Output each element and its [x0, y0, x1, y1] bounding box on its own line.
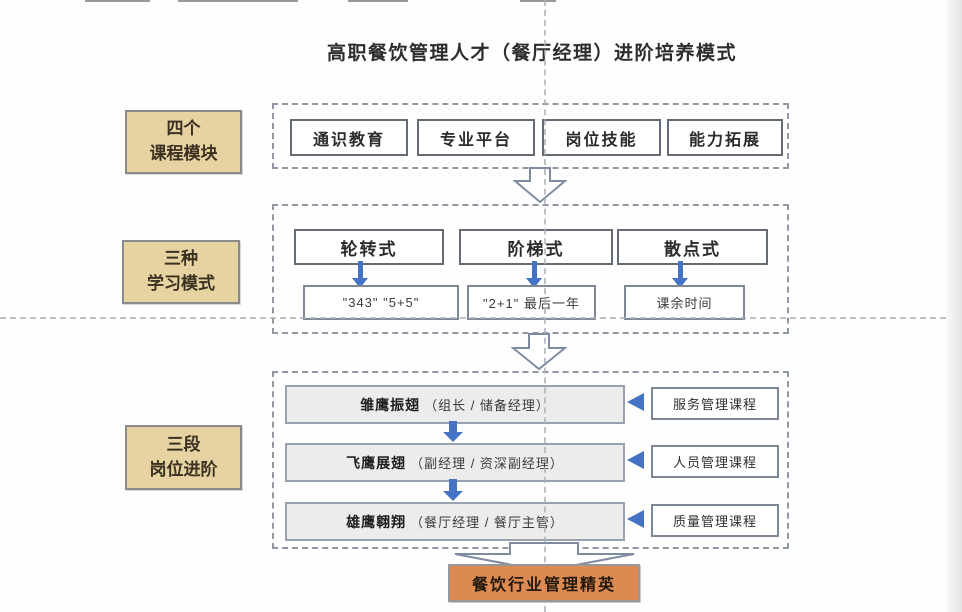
module-box: 通识教育: [290, 119, 408, 156]
blue-down-arrow-icon: [526, 261, 542, 288]
outcome-box: 餐饮行业管理精英: [448, 564, 640, 602]
side-label-line: 课程模块: [149, 144, 218, 163]
scan-artifact: [348, 0, 408, 2]
mode-detail-box: "343" "5+5": [303, 285, 459, 320]
stage-name: 雄鹰翱翔: [346, 513, 407, 530]
blue-down-arrow-icon: [672, 261, 688, 288]
stage-row: 雄鹰翱翔 （餐厅经理 / 餐厅主管）: [285, 502, 625, 541]
down-block-arrow-icon: [511, 333, 567, 371]
stage-roles: （餐厅经理 / 餐厅主管）: [410, 515, 564, 530]
mode-box: 阶梯式: [459, 229, 613, 265]
stage-roles: （副经理 / 资深副经理）: [410, 456, 564, 471]
course-box: 服务管理课程: [651, 387, 779, 420]
side-label-line: 四个: [166, 119, 201, 139]
side-label-course-modules: 四个 课程模块: [125, 110, 242, 174]
side-label-line: 三种: [164, 249, 198, 269]
scan-artifact: [178, 0, 298, 2]
course-box: 质量管理课程: [651, 504, 779, 537]
module-box: 岗位技能: [542, 119, 661, 156]
blue-left-arrow-icon: [627, 451, 644, 469]
blue-left-arrow-icon: [627, 510, 644, 528]
blue-down-arrow-icon: [352, 261, 368, 288]
mode-box: 散点式: [617, 229, 768, 265]
stage-roles: （组长 / 储备经理）: [424, 398, 550, 413]
horizontal-fold-line: [0, 317, 946, 319]
blue-down-arrow-icon: [443, 479, 463, 501]
scan-artifact: [520, 0, 556, 2]
page-edge-shadow: [945, 0, 962, 612]
mode-detail-box: "2+1" 最后一年: [467, 285, 596, 320]
side-label-line: 学习模式: [147, 274, 215, 293]
side-label-line: 三段: [166, 434, 201, 454]
blue-left-arrow-icon: [627, 393, 644, 411]
course-box: 人员管理课程: [651, 445, 779, 478]
page-title: 高职餐饮管理人才（餐厅经理）进阶培养模式: [326, 43, 737, 64]
mode-box: 轮转式: [294, 229, 444, 265]
side-label-learning-modes: 三种 学习模式: [122, 240, 240, 304]
stage-row: 飞鹰展翅 （副经理 / 资深副经理）: [285, 443, 625, 482]
stage-row: 雏鹰振翅 （组长 / 储备经理）: [285, 385, 625, 424]
stage-name: 飞鹰展翅: [346, 454, 407, 471]
side-label-career-stages: 三段 岗位进阶: [125, 425, 242, 490]
blue-down-arrow-icon: [443, 421, 463, 442]
mode-detail-box: 课余时间: [624, 285, 745, 320]
module-box: 专业平台: [417, 119, 535, 156]
vertical-fold-line: [544, 0, 546, 612]
stage-name: 雏鹰振翅: [360, 396, 421, 413]
module-box: 能力拓展: [667, 119, 783, 156]
side-label-line: 岗位进阶: [149, 459, 218, 479]
scan-artifact: [85, 0, 150, 2]
down-block-arrow-icon: [513, 167, 567, 204]
